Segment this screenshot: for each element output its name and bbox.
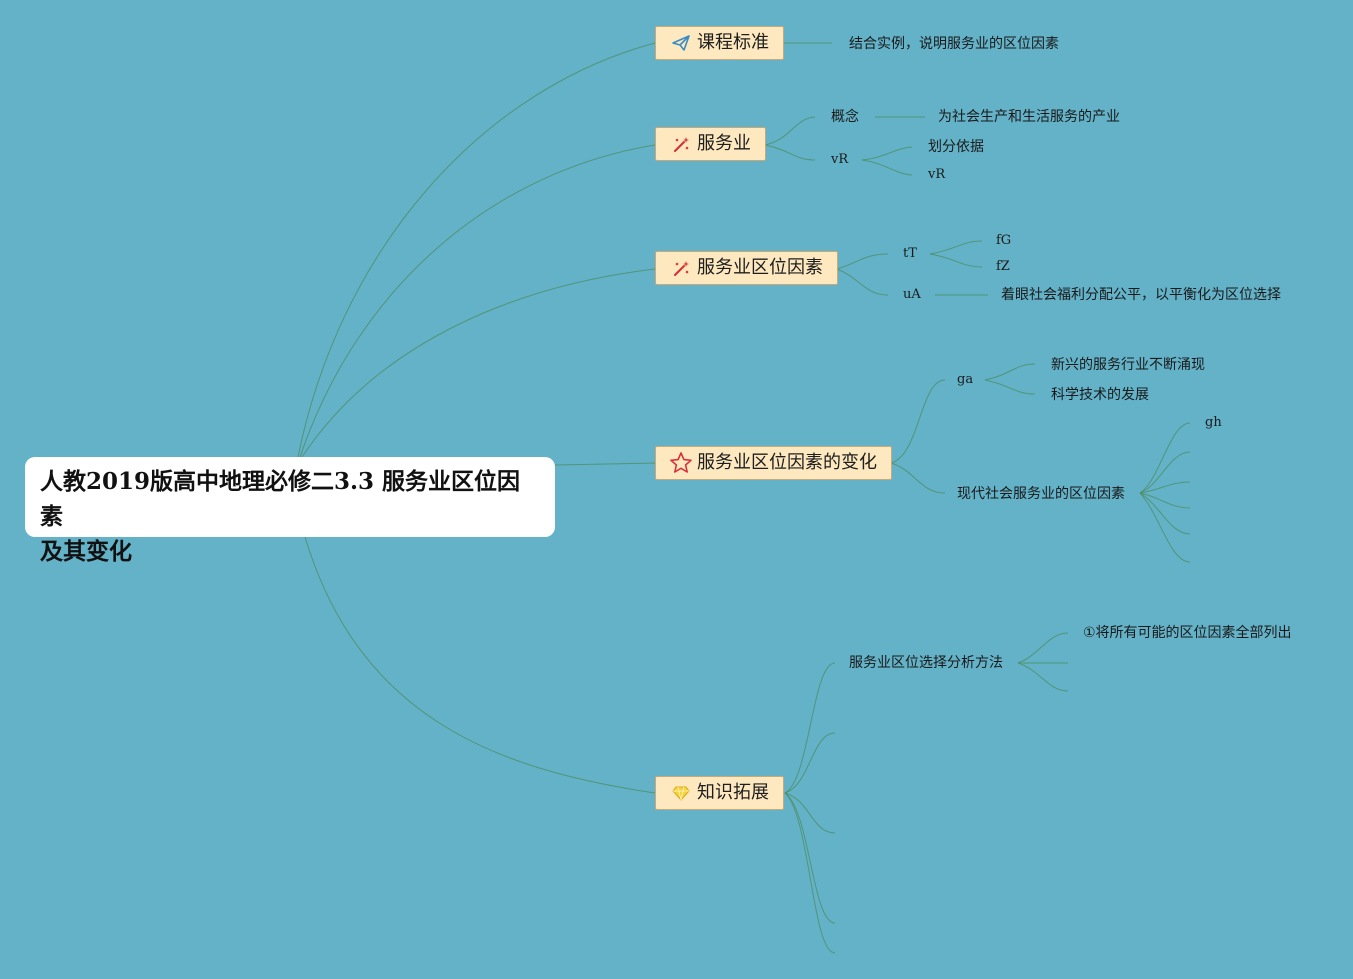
link-factors-tt: [836, 253, 889, 270]
topic-course-standard[interactable]: 课程标准: [655, 26, 784, 60]
link-factors-ua: [836, 268, 889, 296]
link-service-concept: [764, 116, 816, 146]
link-expand-b4: [784, 792, 836, 924]
link-modern-b3: [1139, 481, 1191, 494]
link-expand-method: [784, 662, 836, 794]
link-ga-tech: [984, 379, 1036, 395]
link-service-vr: [764, 144, 816, 161]
topic-knowledge-expansion[interactable]: 知识拓展: [655, 776, 784, 810]
link-change-ga: [890, 379, 946, 464]
link-expand-b3: [784, 792, 836, 834]
node-concept-text[interactable]: 为社会生产和生活服务的产业: [938, 109, 1120, 125]
link-root-service: [299, 144, 656, 458]
node-method[interactable]: 服务业区位选择分析方法: [849, 655, 1003, 671]
link-modern-gh: [1139, 422, 1191, 494]
star-icon: [669, 451, 693, 475]
link-modern-b2: [1139, 451, 1191, 494]
root-title-line1: 人教2019版高中地理必修二3.3 服务业区位因素: [40, 468, 521, 530]
link-modern-b5: [1139, 492, 1191, 535]
topic-location-factors[interactable]: 服务业区位因素: [655, 251, 838, 285]
topic-label: 课程标准: [697, 32, 769, 53]
link-expand-b5: [784, 792, 836, 954]
link-modern-b4: [1139, 492, 1191, 509]
link-tt-fg: [929, 240, 983, 255]
magic-wand-icon: [671, 258, 691, 278]
diamond-icon: [671, 783, 691, 803]
link-root-expand: [304, 536, 656, 794]
node-ua[interactable]: uA: [903, 287, 921, 302]
topic-service-industry[interactable]: 服务业: [655, 127, 766, 161]
node-vr-child[interactable]: vR: [928, 167, 946, 182]
link-modern-b6: [1139, 492, 1191, 563]
topic-label: 知识拓展: [697, 782, 769, 803]
node-tt[interactable]: tT: [903, 246, 917, 261]
node-fz[interactable]: fZ: [996, 259, 1010, 274]
link-expand-b2: [784, 732, 836, 794]
node-ga[interactable]: ga: [957, 372, 974, 387]
node-vr[interactable]: vR: [831, 152, 849, 167]
node-method-step1[interactable]: ①将所有可能的区位因素全部列出: [1083, 625, 1292, 641]
root-node[interactable]: 人教2019版高中地理必修二3.3 服务业区位因素 及其变化: [25, 457, 555, 565]
link-vr-basis: [861, 146, 913, 161]
link-root-change: [554, 462, 656, 466]
root-title-line2: 及其变化: [40, 538, 132, 565]
link-ga-new: [984, 363, 1036, 381]
node-fg[interactable]: fG: [996, 233, 1012, 248]
node-gh[interactable]: gh: [1205, 415, 1222, 430]
node-basis[interactable]: 划分依据: [928, 139, 984, 155]
node-concept[interactable]: 概念: [831, 109, 859, 125]
paper-plane-icon: [671, 33, 691, 53]
node-standard-text[interactable]: 结合实例，说明服务业的区位因素: [849, 36, 1059, 52]
link-vr-vrchild: [861, 159, 913, 176]
link-method-b3: [1017, 662, 1069, 692]
topic-label: 服务业区位因素的变化: [697, 452, 877, 473]
magic-wand-icon: [671, 134, 691, 154]
node-ua-text[interactable]: 着眼社会福利分配公平，以平衡化为区位选择: [1001, 287, 1281, 303]
link-method-step1: [1017, 632, 1069, 664]
link-change-modern: [890, 462, 946, 494]
node-tech[interactable]: 科学技术的发展: [1051, 387, 1149, 403]
link-root-standard: [297, 42, 656, 458]
link-root-factors: [301, 268, 656, 458]
link-tt-fz: [929, 253, 983, 268]
node-new-industry[interactable]: 新兴的服务行业不断涌现: [1051, 357, 1205, 373]
topic-factor-changes[interactable]: 服务业区位因素的变化: [655, 446, 892, 480]
node-modern-factors[interactable]: 现代社会服务业的区位因素: [957, 486, 1125, 502]
topic-label: 服务业: [697, 133, 751, 154]
topic-label: 服务业区位因素: [697, 257, 823, 278]
